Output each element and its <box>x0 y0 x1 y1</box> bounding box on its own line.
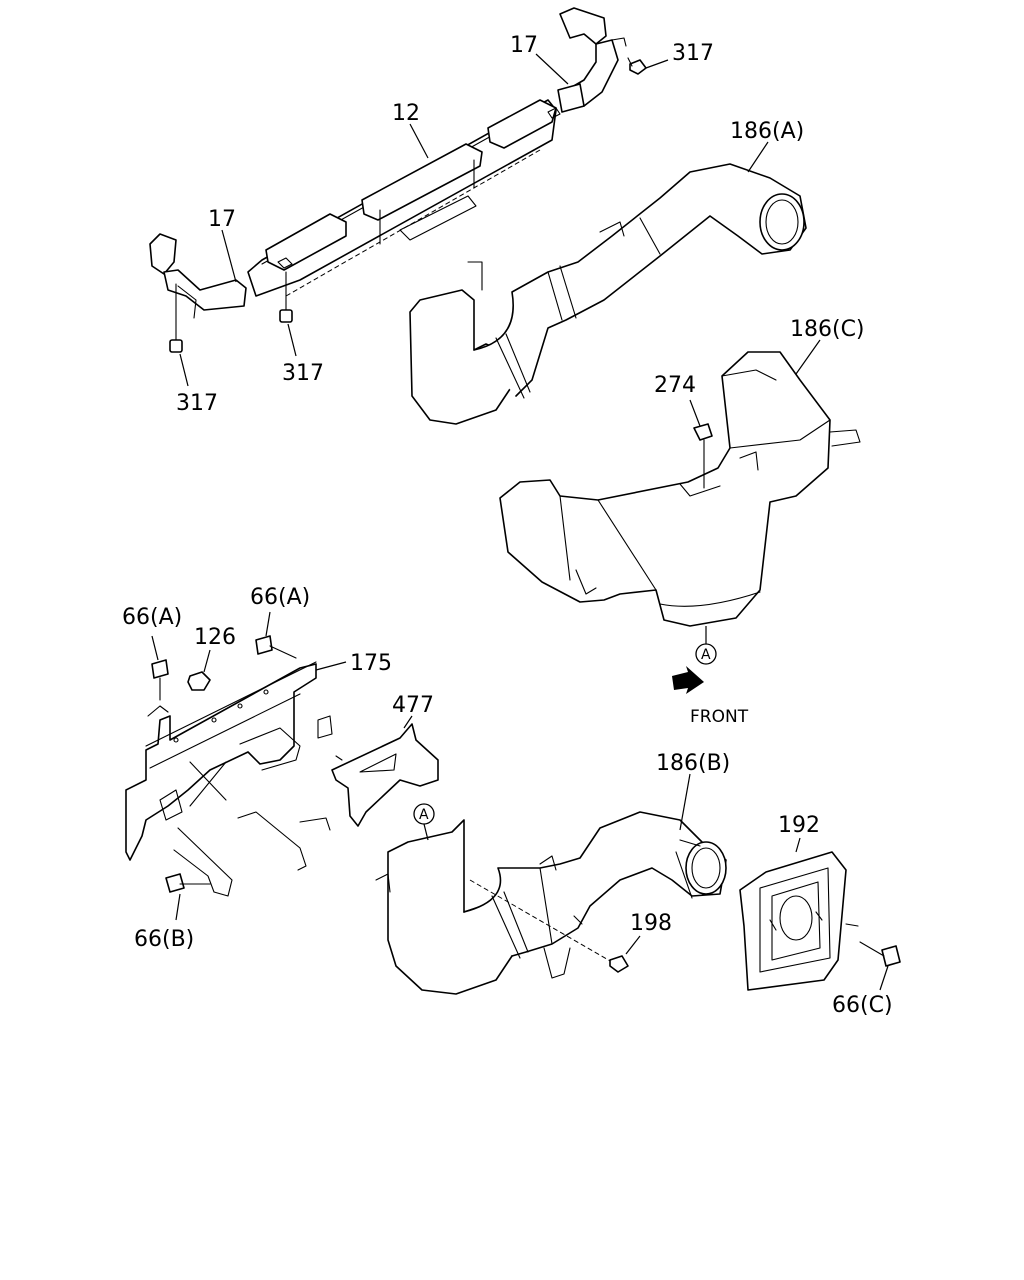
screw-317-left <box>169 283 189 387</box>
label-66a-left: 66(A) <box>122 605 182 630</box>
front-indicator <box>672 666 704 694</box>
duct-12-assembly <box>247 99 561 297</box>
bolt-66b <box>165 873 211 921</box>
label-274: 274 <box>654 373 696 398</box>
screw-198 <box>609 935 641 973</box>
label-186a: 186(A) <box>730 119 804 144</box>
bolt-66a-right <box>255 611 297 659</box>
ref-marker-a-upper-text: A <box>701 647 711 663</box>
front-label: FRONT <box>690 707 749 727</box>
duct-186b <box>375 811 727 995</box>
label-66c: 66(C) <box>832 993 893 1018</box>
label-126: 126 <box>194 625 236 650</box>
label-66b: 66(B) <box>134 927 194 952</box>
bracket-17-left <box>149 233 247 319</box>
nut-126 <box>187 649 211 691</box>
bracket-477 <box>331 715 439 827</box>
label-175: 175 <box>350 651 392 676</box>
label-198: 198 <box>630 911 672 936</box>
duct-186c <box>499 351 861 627</box>
leader-186b <box>679 773 691 831</box>
label-17-top: 17 <box>510 33 538 58</box>
leader-17-left <box>221 229 237 283</box>
bolt-66c <box>859 941 901 991</box>
bolt-66a-left <box>151 635 169 701</box>
bracket-17-top <box>557 7 627 113</box>
label-192: 192 <box>778 813 820 838</box>
leader-12 <box>409 123 429 159</box>
screw-317-top <box>627 57 669 75</box>
label-477: 477 <box>392 693 434 718</box>
duct-186a <box>409 163 807 425</box>
ref-marker-a-lower-text: A <box>419 807 429 823</box>
ref-marker-a-lower <box>413 803 435 841</box>
label-317-left: 317 <box>176 391 218 416</box>
bracket-175-assembly <box>125 661 333 897</box>
label-317-top: 317 <box>672 41 714 66</box>
grille-192 <box>739 837 859 991</box>
screw-274 <box>689 399 713 489</box>
leader-186a <box>747 141 769 173</box>
front-arrow-icon <box>672 666 704 694</box>
label-12: 12 <box>392 101 420 126</box>
label-17-left: 17 <box>208 207 236 232</box>
label-66a-right: 66(A) <box>250 585 310 610</box>
label-186c: 186(C) <box>790 317 865 342</box>
leader-175 <box>315 661 347 671</box>
leader-186c <box>795 339 821 375</box>
screw-317-mid <box>279 271 297 357</box>
leader-17-top <box>535 53 569 85</box>
label-186b: 186(B) <box>656 751 730 776</box>
ref-marker-a-upper <box>695 626 717 665</box>
label-317-mid: 317 <box>282 361 324 386</box>
